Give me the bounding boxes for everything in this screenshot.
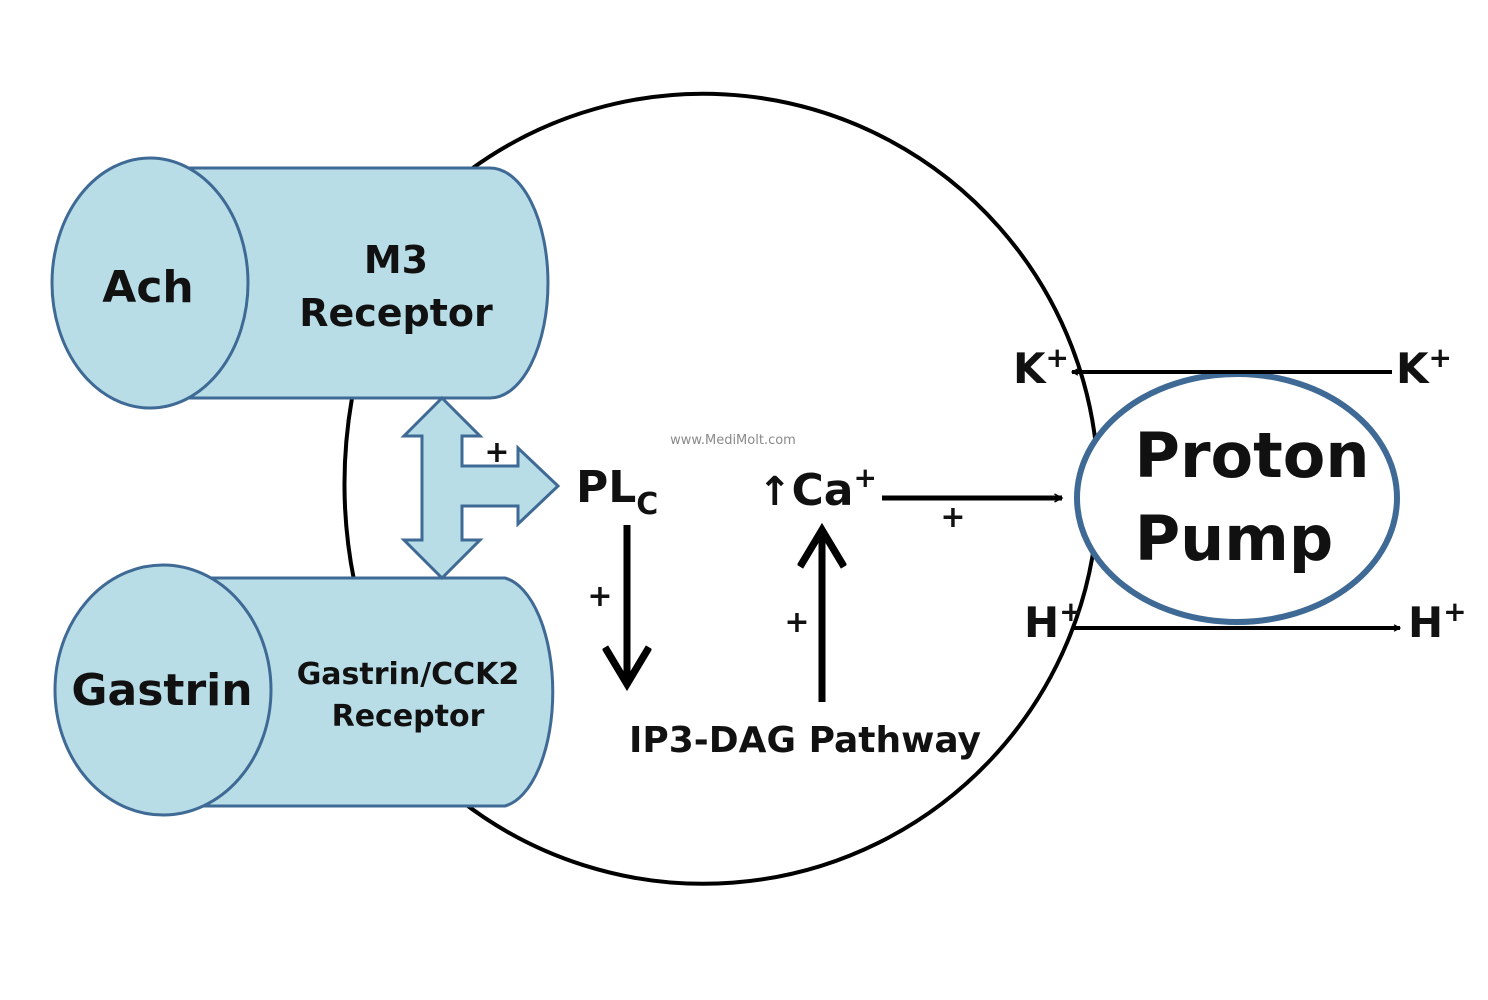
plus-sign-calcium: + — [940, 500, 965, 535]
potassium-left-charge: + — [1046, 341, 1069, 374]
calcium-main: Ca — [792, 465, 854, 516]
m3-label: M3 — [364, 238, 428, 282]
hydrogen-left-label: H+ — [1024, 595, 1083, 647]
plus-sign-ip3: + — [784, 605, 809, 640]
plc-subscript: C — [636, 487, 658, 522]
gastrin-ligand — [53, 563, 273, 817]
cck2-receptor-label: Receptor — [332, 699, 485, 734]
hydrogen-right-label: H+ — [1408, 595, 1467, 647]
potassium-left-label: K+ — [1013, 341, 1069, 393]
ach-ligand — [50, 156, 250, 410]
potassium-right-charge: + — [1429, 341, 1452, 374]
hydrogen-right-charge: + — [1443, 595, 1466, 628]
membrane-segment — [342, 397, 356, 581]
ach-label: Ach — [102, 262, 193, 313]
potassium-right-label: K+ — [1396, 341, 1452, 393]
gastrin-label: Gastrin — [71, 665, 252, 716]
plc-main: PL — [576, 462, 636, 513]
hydrogen-left-charge: + — [1059, 595, 1082, 628]
up-arrow-icon: ↑ — [758, 469, 792, 515]
potassium-left-symbol: K — [1013, 344, 1047, 393]
watermark: www.MediMolt.com — [670, 433, 796, 448]
pump-label: Pump — [1135, 502, 1334, 575]
proton-label: Proton — [1135, 419, 1370, 492]
m3-receptor-label: Receptor — [299, 291, 493, 335]
cck2-receptor: Gastrin Gastrin/CCK2 Receptor — [53, 563, 555, 817]
plc-label: PLC — [576, 462, 658, 522]
gastrin-cck2-label: Gastrin/CCK2 — [297, 657, 520, 692]
calcium-charge: + — [854, 461, 877, 494]
plus-sign-plc: + — [587, 579, 612, 614]
double-headed-block-arrow-icon — [400, 395, 561, 581]
m3-receptor: Ach M3 Receptor — [50, 156, 550, 410]
hydrogen-left-symbol: H — [1024, 598, 1059, 647]
m3-receptor-body — [148, 166, 550, 400]
proton-pump — [1074, 371, 1400, 625]
ip3-dag-pathway-label: IP3-DAG Pathway — [629, 720, 981, 761]
hydrogen-right-symbol: H — [1408, 598, 1443, 647]
plus-sign-block-arrow: + — [484, 435, 509, 470]
potassium-right-symbol: K — [1396, 344, 1430, 393]
calcium-label: ↑Ca+ — [758, 461, 877, 516]
